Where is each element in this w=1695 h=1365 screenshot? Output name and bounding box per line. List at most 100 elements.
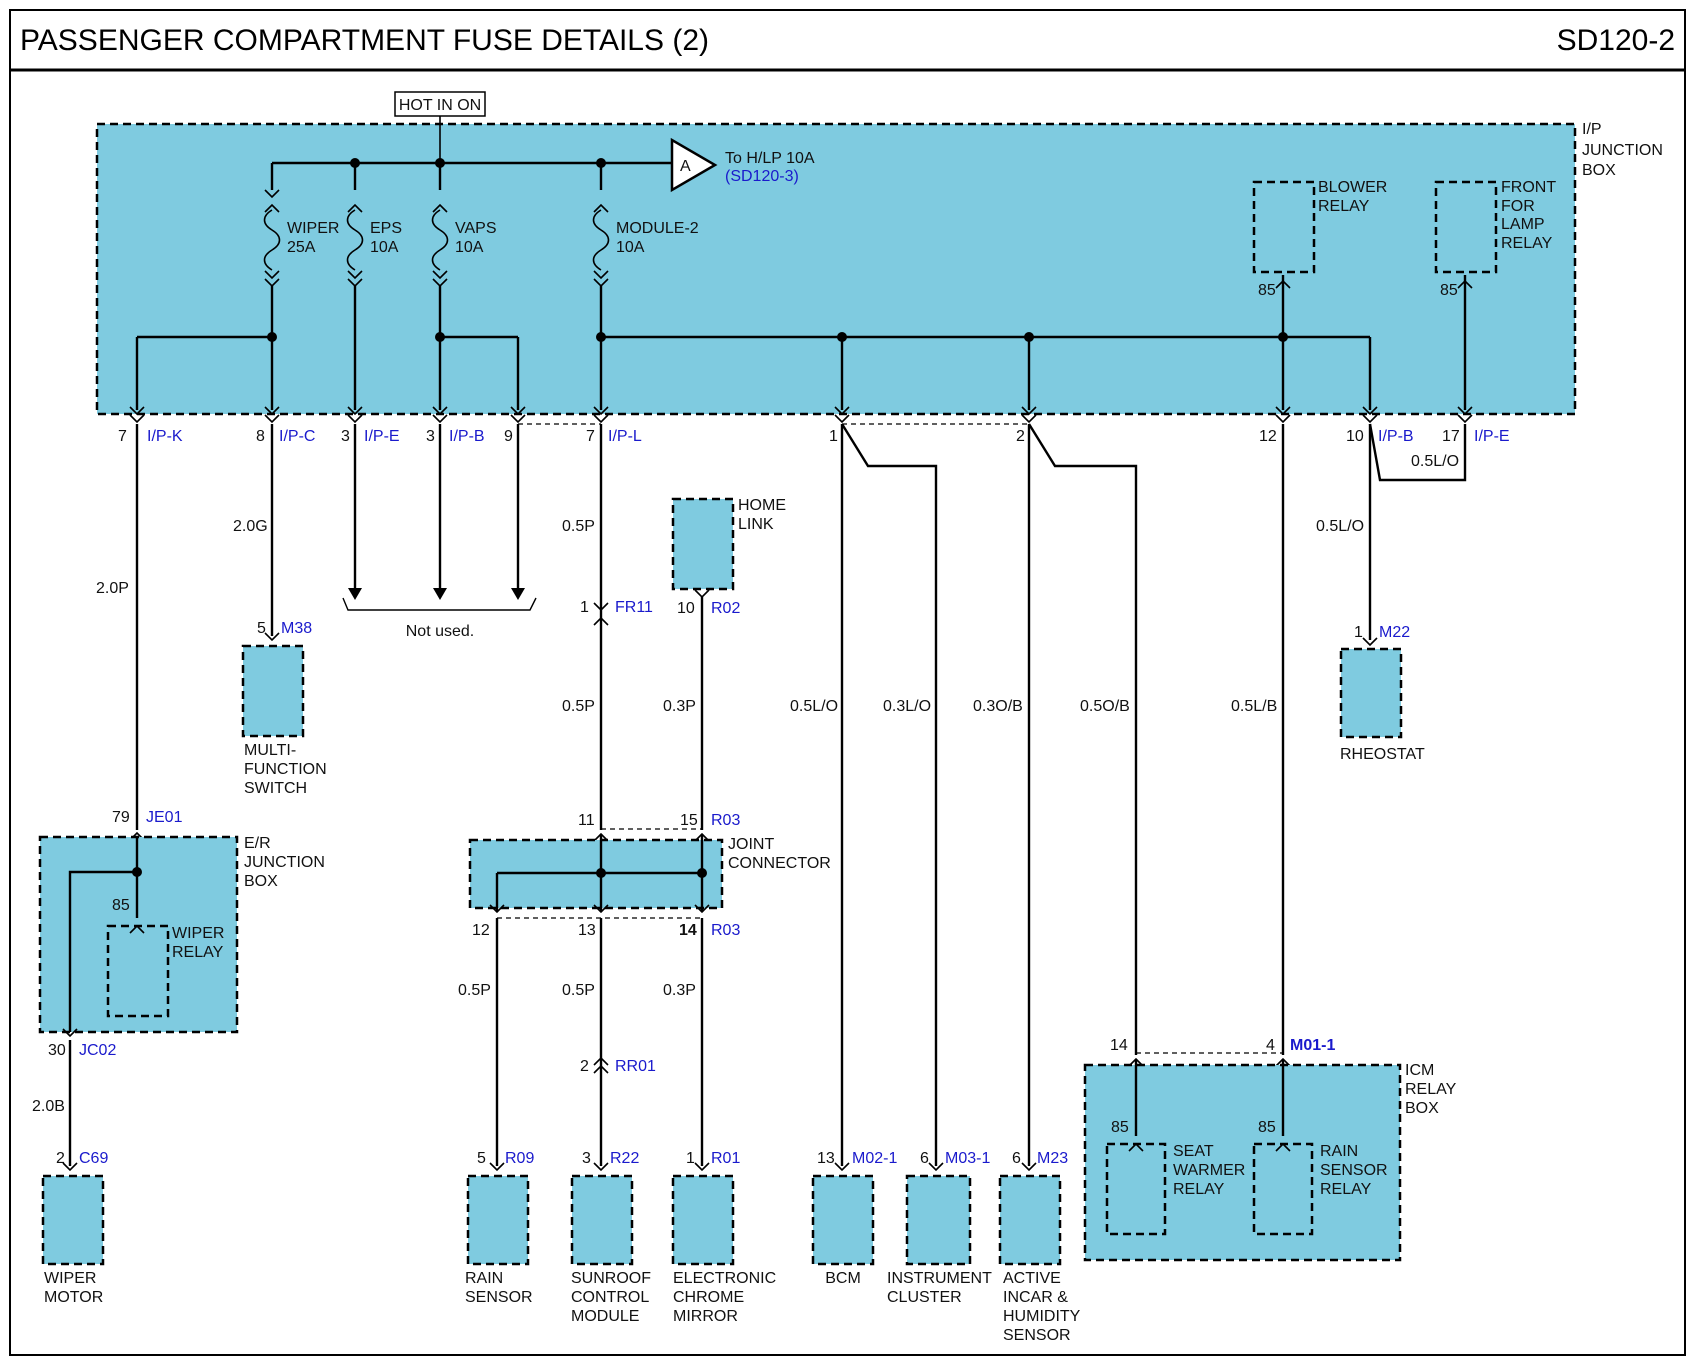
rain-sensor-line1: RAIN xyxy=(465,1270,503,1287)
offpage-connector-a xyxy=(670,137,718,193)
rr01-conn: RR01 xyxy=(615,1058,656,1075)
rain-sensor-line2: SENSOR xyxy=(465,1289,533,1306)
c69-pin: 2 xyxy=(56,1150,65,1167)
ip-conn-ipe: I/P-E xyxy=(364,428,400,445)
wiper-motor-line1: WIPER xyxy=(44,1270,96,1287)
fuse-vaps-rating: 10A xyxy=(455,239,484,256)
er-box-line2: JUNCTION xyxy=(244,854,325,871)
fr11-pin: 1 xyxy=(580,599,589,616)
ip-pin-2: 2 xyxy=(1016,428,1025,445)
sunroof-line3: MODULE xyxy=(571,1308,639,1325)
r02-pin: 10 xyxy=(677,600,695,617)
er-box-line3: BOX xyxy=(244,873,278,890)
rheostat xyxy=(1339,647,1403,739)
mirror-line2: CHROME xyxy=(673,1289,744,1306)
joint-pin-11: 11 xyxy=(578,812,595,829)
bcm-label: BCM xyxy=(825,1270,861,1287)
mirror-line3: MIRROR xyxy=(673,1308,738,1325)
home-link-line2: LINK xyxy=(738,516,774,533)
icm-line1: ICM xyxy=(1405,1062,1434,1079)
wire-0.5O/B: 0.5O/B xyxy=(1080,698,1130,715)
ip-conn-ipk: I/P-K xyxy=(147,428,183,445)
joint-line1: JOINT xyxy=(728,836,774,853)
ip-pin-9: 9 xyxy=(504,428,513,445)
page-frame xyxy=(9,9,1686,1356)
multi-switch-line1: MULTI- xyxy=(244,742,296,759)
seat-relay-pin: 85 xyxy=(1111,1119,1129,1136)
r02-conn: R02 xyxy=(711,600,740,617)
ip-pin-3a: 3 xyxy=(341,428,350,445)
fuse-eps-name: EPS xyxy=(370,220,402,237)
wiper-relay xyxy=(106,924,170,1018)
front-fog-relay xyxy=(1434,180,1498,274)
r22-pin: 3 xyxy=(582,1150,591,1167)
jc02-pin: 30 xyxy=(48,1042,66,1059)
wire-0.5L/O-rheo: 0.5L/O xyxy=(1316,518,1364,535)
m38-pin: 5 xyxy=(257,620,266,637)
rr01-pin: 2 xyxy=(580,1058,589,1075)
fuse-wiper-rating: 25A xyxy=(287,239,316,256)
sunroof-control-module xyxy=(570,1174,634,1266)
rain-sensor xyxy=(466,1174,530,1266)
m22-pin: 1 xyxy=(1354,624,1363,641)
je01-pin: 79 xyxy=(112,809,130,826)
wire-0.3P-a: 0.3P xyxy=(663,698,696,715)
r09-conn: R09 xyxy=(505,1150,534,1167)
blower-relay-pin: 85 xyxy=(1258,282,1276,299)
wire-0.5P-a: 0.5P xyxy=(562,518,595,535)
icm-line3: BOX xyxy=(1405,1100,1439,1117)
sunroof-line1: SUNROOF xyxy=(571,1270,651,1287)
fuse-eps xyxy=(346,163,364,410)
page-code: SD120-2 xyxy=(1557,24,1675,57)
not-used-label: Not used. xyxy=(406,623,474,640)
joint-conn-out: R03 xyxy=(711,922,740,939)
wiper-motor-line2: MOTOR xyxy=(44,1289,103,1306)
seat-warmer-relay xyxy=(1105,1142,1167,1236)
wire-0.3L/O: 0.3L/O xyxy=(883,698,931,715)
icm-pin-14: 14 xyxy=(1110,1037,1128,1054)
cluster-line1: INSTRUMENT xyxy=(887,1270,992,1287)
joint-line2: CONNECTOR xyxy=(728,855,831,872)
fuse-vaps xyxy=(431,163,449,337)
front-fog-relay-line1: FRONT xyxy=(1501,179,1556,196)
ip-box-label-3: BOX xyxy=(1582,162,1616,179)
wiper-relay-line2: RELAY xyxy=(172,944,224,961)
m23-conn: M23 xyxy=(1037,1150,1068,1167)
offpage-letter: A xyxy=(680,158,691,175)
m031-conn: M03-1 xyxy=(945,1150,990,1167)
front-fog-relay-line4: RELAY xyxy=(1501,235,1553,252)
wire-0.5L/O-bcm: 0.5L/O xyxy=(790,698,838,715)
page-title: PASSENGER COMPARTMENT FUSE DETAILS (2) xyxy=(20,24,709,57)
icm-relay-box xyxy=(1083,1063,1402,1262)
ip-conn-ipl: I/P-L xyxy=(608,428,642,445)
ip-box-label-2: JUNCTION xyxy=(1582,142,1663,159)
ip-conn-ipc: I/P-C xyxy=(279,428,315,445)
incar-line4: SENSOR xyxy=(1003,1327,1071,1344)
wiper-relay-line1: WIPER xyxy=(172,925,224,942)
r01-pin: 1 xyxy=(686,1150,695,1167)
incar-line1: ACTIVE xyxy=(1003,1270,1061,1287)
ip-conn-ipb2: I/P-B xyxy=(1378,428,1414,445)
incar-line2: INCAR & xyxy=(1003,1289,1068,1306)
multi-function-switch xyxy=(241,644,305,738)
front-fog-relay-pin: 85 xyxy=(1440,282,1458,299)
wire-2.0B: 2.0B xyxy=(32,1098,65,1115)
front-fog-relay-line2: FOR xyxy=(1501,198,1535,215)
electronic-chrome-mirror xyxy=(671,1174,735,1266)
offpage-line1: To H/LP 10A xyxy=(725,150,815,167)
ip-conn-ipe2: I/P-E xyxy=(1474,428,1510,445)
ip-pin-3b: 3 xyxy=(426,428,435,445)
rain-relay-pin: 85 xyxy=(1258,1119,1276,1136)
mirror-line1: ELECTRONIC xyxy=(673,1270,776,1287)
icm-line2: RELAY xyxy=(1405,1081,1457,1098)
ip-pin-10: 10 xyxy=(1346,428,1364,445)
jc02-conn: JC02 xyxy=(79,1042,116,1059)
multi-switch-line2: FUNCTION xyxy=(244,761,327,778)
fuse-vaps-name: VAPS xyxy=(455,220,497,237)
ip-box-label-1: I/P xyxy=(1582,121,1602,138)
power-source-box xyxy=(394,91,486,117)
front-fog-relay-line3: LAMP xyxy=(1501,216,1545,233)
ip-junction-box xyxy=(95,122,1577,416)
r09-pin: 5 xyxy=(477,1150,486,1167)
